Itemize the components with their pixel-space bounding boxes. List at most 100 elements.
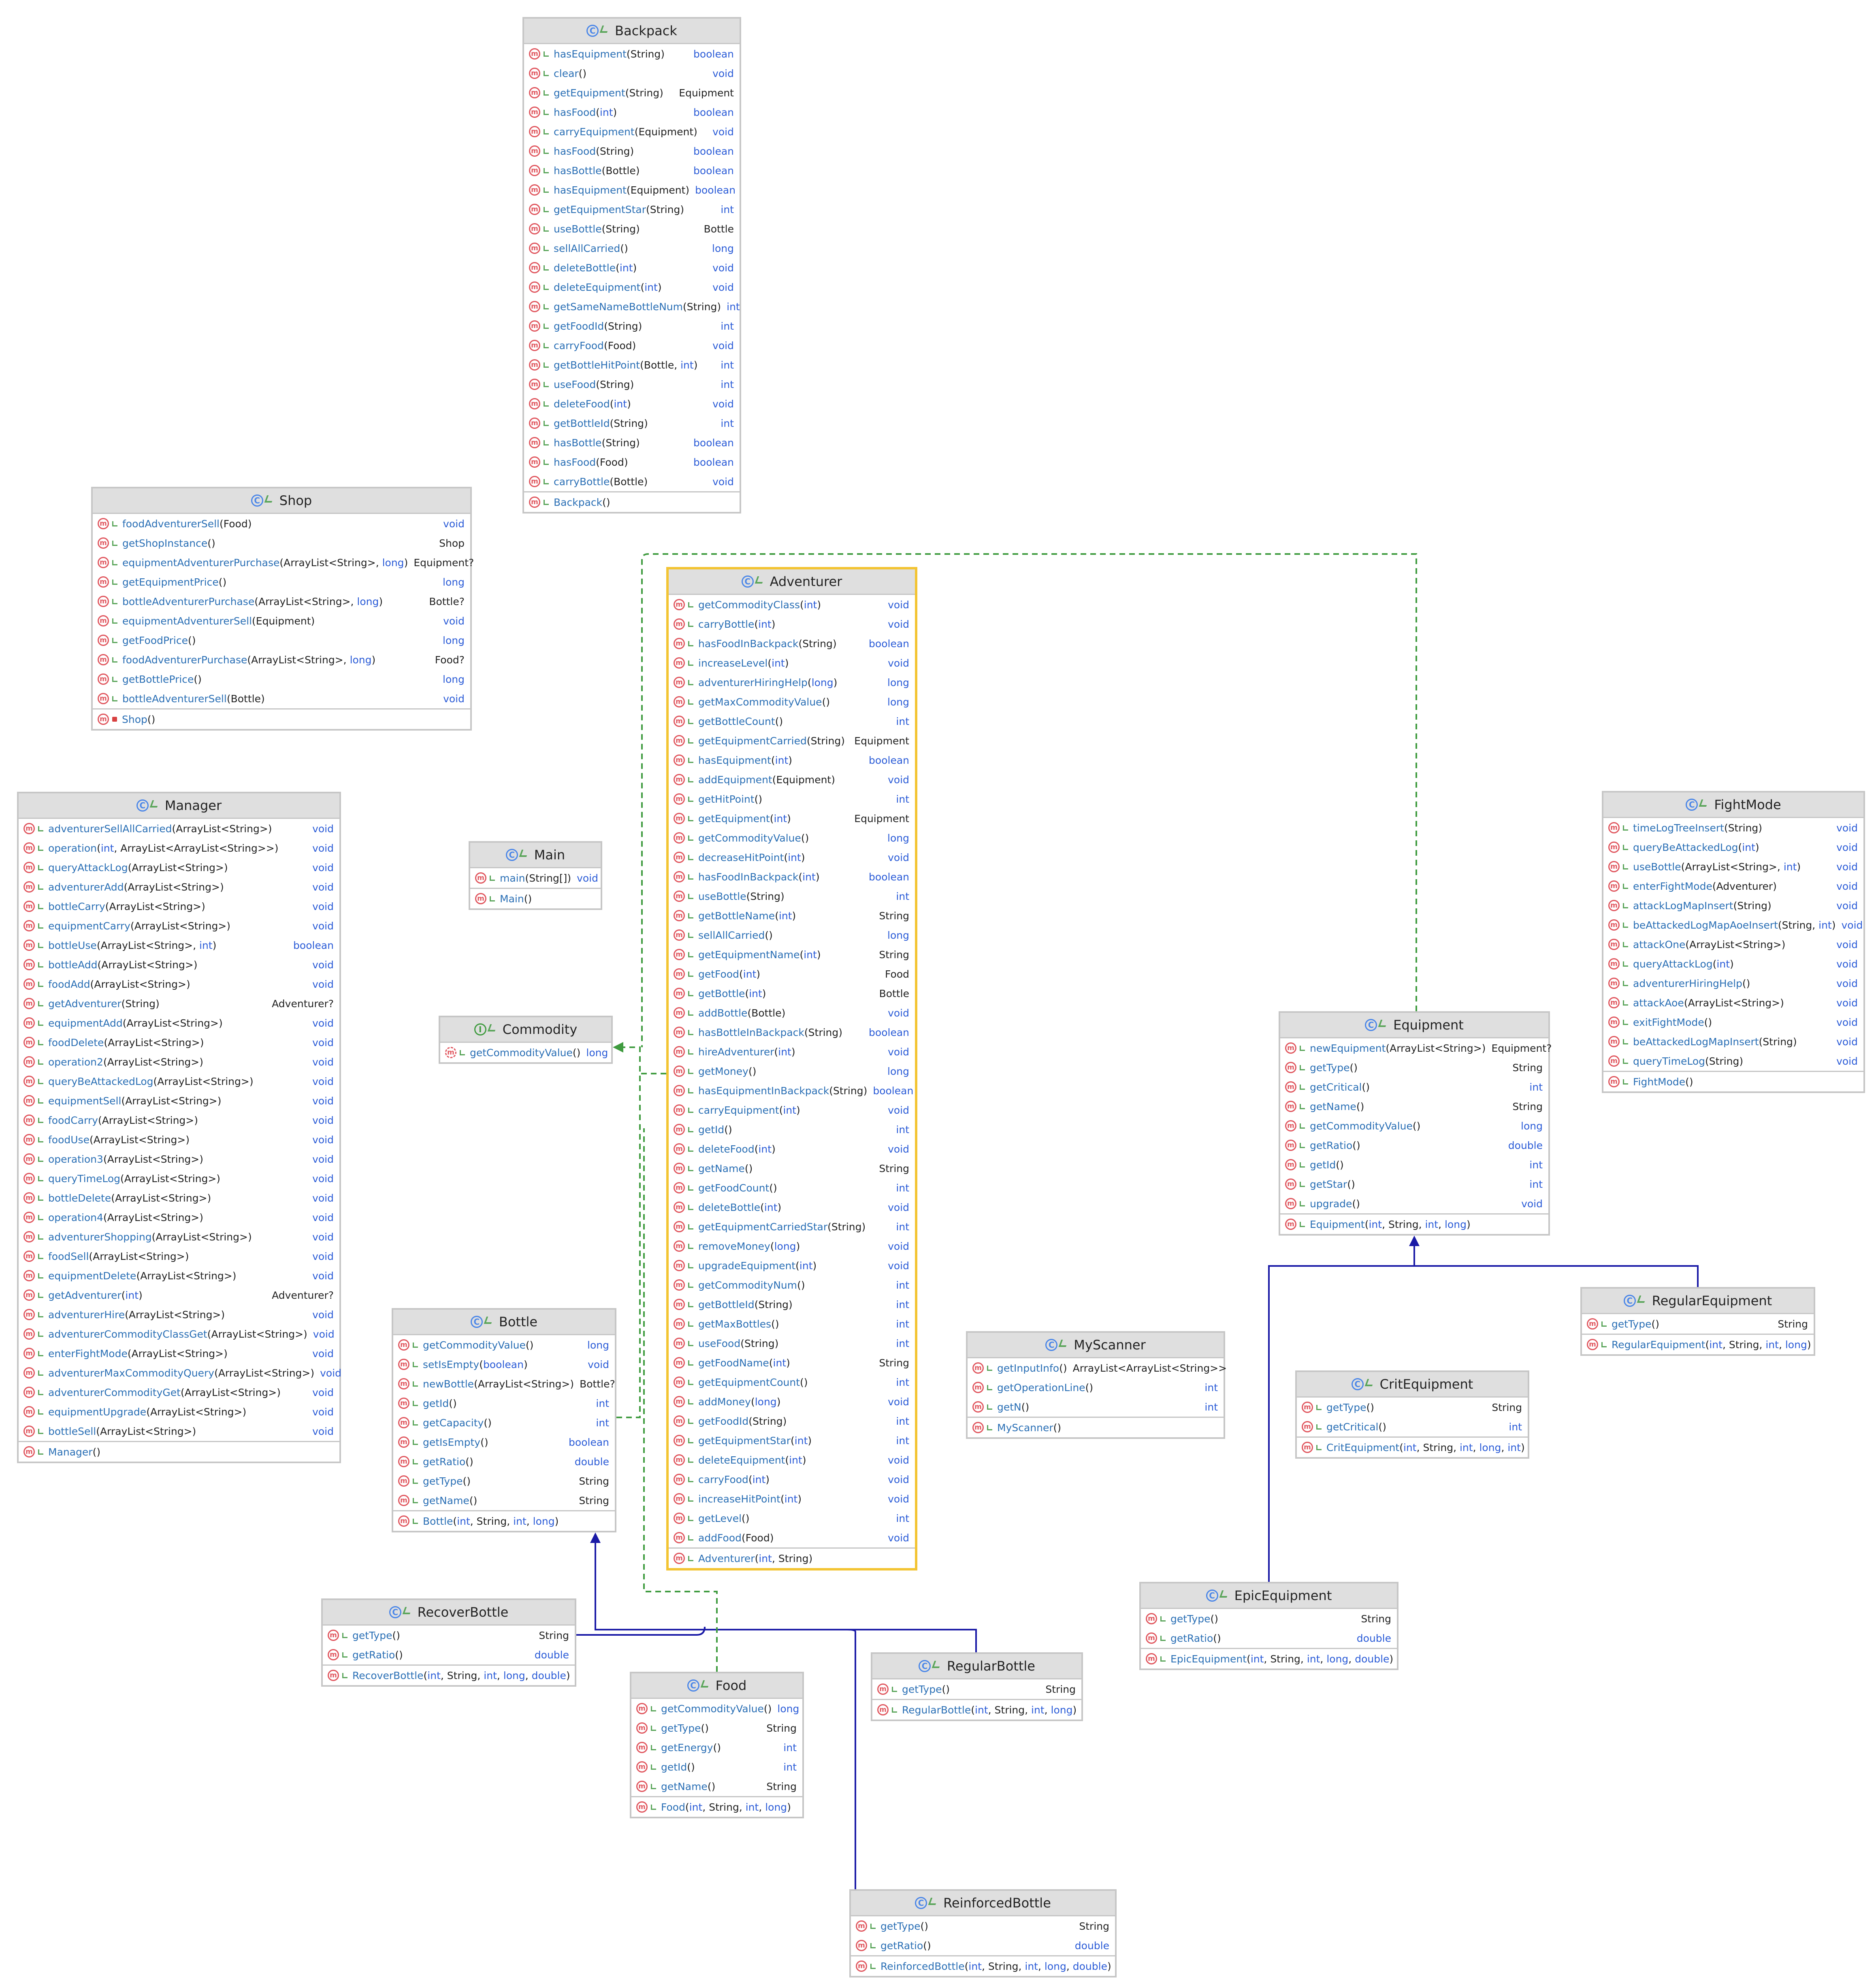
method-row[interactable]: mgetBottleId(String)int	[669, 1295, 915, 1314]
method-row[interactable]: mgetEquipmentPrice()long	[93, 572, 470, 592]
method-row[interactable]: mgetEquipment(String)Equipment	[524, 83, 740, 102]
method-row[interactable]: mgetMoney()long	[669, 1061, 915, 1081]
method-row[interactable]: mgetEquipmentCarried(String)Equipment	[669, 731, 915, 750]
method-row[interactable]: mfoodCarry(ArrayList<String>)void	[19, 1110, 339, 1130]
method-row[interactable]: museBottle(String)int	[669, 886, 915, 906]
method-row[interactable]: mgetCritical()int	[1280, 1077, 1548, 1097]
method-row[interactable]: mhasFood(int)boolean	[524, 102, 740, 122]
constructor-row[interactable]: mMyScanner()	[968, 1417, 1224, 1437]
method-row[interactable]: mbeAttackedLogMapInsert(String)void	[1603, 1032, 1863, 1051]
method-row[interactable]: mgetCommodityValue()long	[440, 1043, 611, 1062]
method-row[interactable]: mequipmentAdventurerPurchase(ArrayList<S…	[93, 553, 474, 572]
method-row[interactable]: mequipmentUpgrade(ArrayList<String>)void	[19, 1402, 339, 1421]
method-row[interactable]: mgetCommodityValue()long	[631, 1699, 802, 1718]
method-row[interactable]: mfoodAdventurerSell(Food)void	[93, 514, 470, 533]
method-row[interactable]: madventurerHire(ArrayList<String>)void	[19, 1305, 339, 1324]
constructor-row[interactable]: mBottle(int, String, int, long)	[393, 1510, 615, 1531]
method-row[interactable]: mfoodSell(ArrayList<String>)void	[19, 1247, 339, 1266]
constructor-row[interactable]: mRecoverBottle(int, String, int, long, d…	[323, 1664, 575, 1685]
method-row[interactable]: mnewEquipment(ArrayList<String>)Equipmen…	[1280, 1038, 1552, 1058]
class-header[interactable]: CShop	[93, 488, 470, 514]
method-row[interactable]: menterFightMode(ArrayList<String>)void	[19, 1344, 339, 1363]
method-row[interactable]: mbottleUse(ArrayList<String>, int)boolea…	[19, 935, 339, 955]
method-row[interactable]: mfoodDelete(ArrayList<String>)void	[19, 1033, 339, 1052]
method-row[interactable]: mattackOne(ArrayList<String>)void	[1603, 935, 1863, 954]
class-box-critequipment[interactable]: CCritEquipmentmgetType()StringmgetCritic…	[1295, 1370, 1529, 1459]
class-box-shop[interactable]: CShopmfoodAdventurerSell(Food)voidmgetSh…	[91, 487, 474, 731]
method-row[interactable]: mhasBottle(String)boolean	[524, 433, 740, 452]
method-row[interactable]: mgetBottleId(String)int	[524, 413, 740, 433]
method-row[interactable]: mgetN()int	[968, 1397, 1224, 1417]
method-row[interactable]: mqueryTimeLog(ArrayList<String>)void	[19, 1169, 339, 1188]
class-box-backpack[interactable]: CBackpackmhasEquipment(String)booleanmcl…	[522, 17, 741, 514]
method-row[interactable]: mincreaseLevel(int)void	[669, 653, 915, 673]
method-row[interactable]: mgetId()int	[393, 1394, 615, 1413]
constructor-row[interactable]: mFightMode()	[1603, 1071, 1863, 1091]
constructor-row[interactable]: mManager()	[19, 1441, 339, 1462]
method-row[interactable]: mgetEquipmentName(int)String	[669, 945, 915, 964]
class-box-fightmode[interactable]: CFightModemtimeLogTreeInsert(String)void…	[1602, 791, 1865, 1093]
method-row[interactable]: mgetFoodId(String)int	[669, 1411, 915, 1431]
method-row[interactable]: mqueryBeAttackedLog(ArrayList<String>)vo…	[19, 1072, 339, 1091]
method-row[interactable]: mequipmentCarry(ArrayList<String>)void	[19, 916, 339, 935]
class-box-epicequipment[interactable]: CEpicEquipmentmgetType()StringmgetRatio(…	[1139, 1582, 1398, 1670]
constructor-row[interactable]: mEquipment(int, String, int, long)	[1280, 1213, 1548, 1234]
method-row[interactable]: msellAllCarried()long	[669, 925, 915, 945]
method-row[interactable]: mdeleteEquipment(int)void	[669, 1450, 915, 1470]
method-row[interactable]: mcarryEquipment(int)void	[669, 1100, 915, 1120]
method-row[interactable]: mdeleteEquipment(int)void	[524, 277, 740, 297]
method-row[interactable]: menterFightMode(Adventurer)void	[1603, 876, 1863, 896]
method-row[interactable]: mgetShopInstance()Shop	[93, 533, 470, 553]
method-row[interactable]: mgetName()String	[631, 1777, 802, 1796]
method-row[interactable]: mbeAttackedLogMapAoeInsert(String, int)v…	[1603, 915, 1863, 935]
class-box-adventurer[interactable]: CAdventurermgetCommodityClass(int)voidmc…	[666, 567, 917, 1570]
method-row[interactable]: msetIsEmpty(boolean)void	[393, 1355, 615, 1374]
method-row[interactable]: maddBottle(Bottle)void	[669, 1003, 915, 1023]
method-row[interactable]: madventurerHiringHelp(long)long	[669, 673, 915, 692]
method-row[interactable]: mdeleteFood(int)void	[669, 1139, 915, 1159]
method-row[interactable]: mgetRatio()double	[1280, 1136, 1548, 1155]
class-box-reinforcedbottle[interactable]: CReinforcedBottlemgetType()StringmgetRat…	[849, 1889, 1117, 1977]
method-row[interactable]: mgetMaxCommodityValue()long	[669, 692, 915, 712]
method-row[interactable]: mgetId()int	[1280, 1155, 1548, 1174]
method-row[interactable]: mgetId()int	[669, 1120, 915, 1139]
method-row[interactable]: mattackAoe(ArrayList<String>)void	[1603, 993, 1863, 1012]
method-row[interactable]: mgetRatio()double	[323, 1645, 575, 1664]
method-row[interactable]: mequipmentSell(ArrayList<String>)void	[19, 1091, 339, 1110]
method-row[interactable]: mgetEnergy()int	[631, 1738, 802, 1757]
method-row[interactable]: mnewBottle(ArrayList<String>)Bottle?	[393, 1374, 615, 1394]
method-row[interactable]: mcarryFood(int)void	[669, 1470, 915, 1489]
method-row[interactable]: mgetLevel()int	[669, 1509, 915, 1528]
method-row[interactable]: mgetFoodName(int)String	[669, 1353, 915, 1372]
method-row[interactable]: mhasFood(Food)boolean	[524, 452, 740, 472]
method-row[interactable]: mgetBottlePrice()long	[93, 669, 470, 689]
method-row[interactable]: mhasEquipment(String)boolean	[524, 44, 740, 64]
method-row[interactable]: moperation2(ArrayList<String>)void	[19, 1052, 339, 1072]
method-row[interactable]: mclear()void	[524, 64, 740, 83]
class-box-regularbottle[interactable]: CRegularBottlemgetType()StringmRegularBo…	[871, 1652, 1083, 1721]
method-row[interactable]: mremoveMoney(long)void	[669, 1236, 915, 1256]
method-row[interactable]: mgetBottle(int)Bottle	[669, 984, 915, 1003]
class-header[interactable]: CBackpack	[524, 19, 740, 44]
method-row[interactable]: mmain(String[])void	[470, 868, 601, 888]
method-row[interactable]: mgetType()String	[851, 1916, 1115, 1936]
method-row[interactable]: moperation3(ArrayList<String>)void	[19, 1149, 339, 1169]
class-box-food[interactable]: CFoodmgetCommodityValue()longmgetType()S…	[630, 1672, 804, 1818]
method-row[interactable]: mqueryTimeLog(String)void	[1603, 1051, 1863, 1071]
method-row[interactable]: mgetIsEmpty()boolean	[393, 1432, 615, 1452]
constructor-row[interactable]: mRegularBottle(int, String, int, long)	[872, 1699, 1081, 1720]
method-row[interactable]: mupgrade()void	[1280, 1194, 1548, 1213]
method-row[interactable]: maddEquipment(Equipment)void	[669, 770, 915, 789]
class-box-main[interactable]: CMainmmain(String[])voidmMain()	[469, 841, 602, 910]
class-box-regularequipment[interactable]: CRegularEquipmentmgetType()StringmRegula…	[1580, 1287, 1815, 1356]
method-row[interactable]: mgetBottleName(int)String	[669, 906, 915, 925]
method-row[interactable]: mgetFoodCount()int	[669, 1178, 915, 1198]
constructor-row[interactable]: mReinforcedBottle(int, String, int, long…	[851, 1955, 1115, 1976]
method-row[interactable]: mgetMaxBottles()int	[669, 1314, 915, 1334]
method-row[interactable]: mgetFood(int)Food	[669, 964, 915, 984]
method-row[interactable]: mgetRatio()double	[1141, 1628, 1397, 1648]
method-row[interactable]: mgetType()String	[1582, 1314, 1814, 1334]
method-row[interactable]: mgetType()String	[323, 1626, 575, 1645]
method-row[interactable]: mequipmentAdd(ArrayList<String>)void	[19, 1013, 339, 1033]
method-row[interactable]: mqueryAttackLog(ArrayList<String>)void	[19, 858, 339, 877]
